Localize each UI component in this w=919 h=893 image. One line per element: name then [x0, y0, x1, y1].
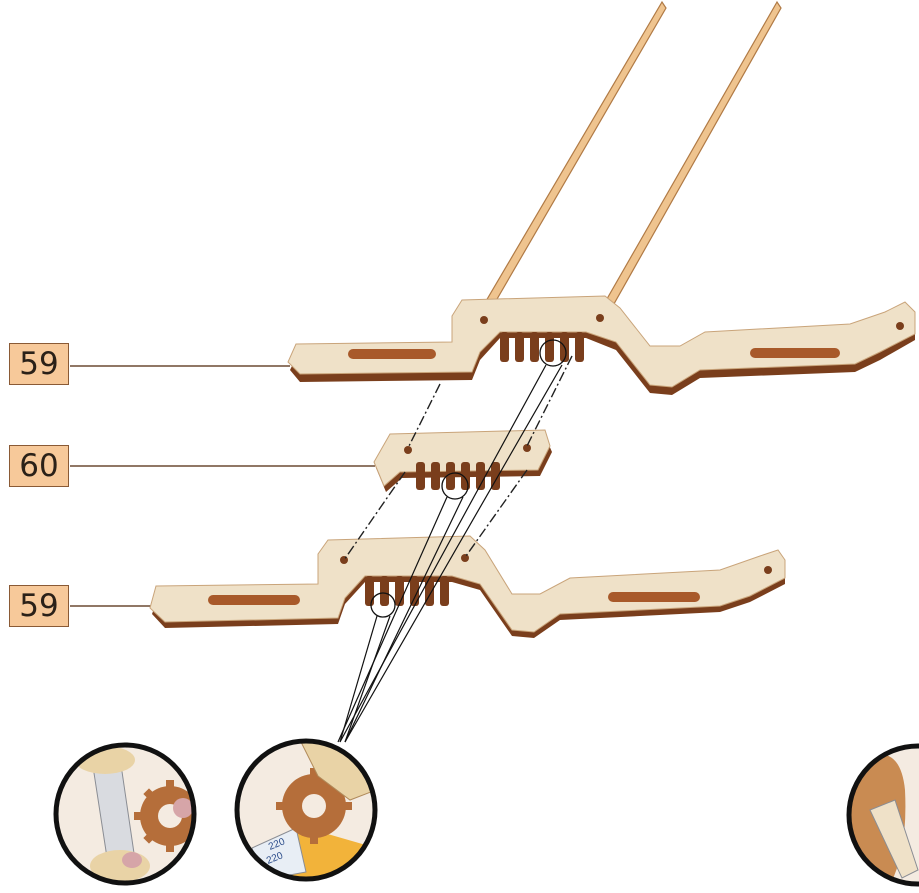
- part-number-label: 59: [9, 343, 69, 385]
- part-number-label: 60: [9, 445, 69, 487]
- detail-view-skewer-gear: [55, 744, 206, 884]
- part-59-bottom-piece: [150, 536, 785, 638]
- detail-view-sandpaper-gear: 220 220: [236, 740, 376, 880]
- wooden-skewer-icon: [476, 2, 781, 318]
- part-60-piece: [374, 430, 552, 492]
- part-number-label: 59: [9, 585, 69, 627]
- part-59-top-piece: [288, 296, 915, 395]
- detail-view-right-partial: [848, 745, 919, 885]
